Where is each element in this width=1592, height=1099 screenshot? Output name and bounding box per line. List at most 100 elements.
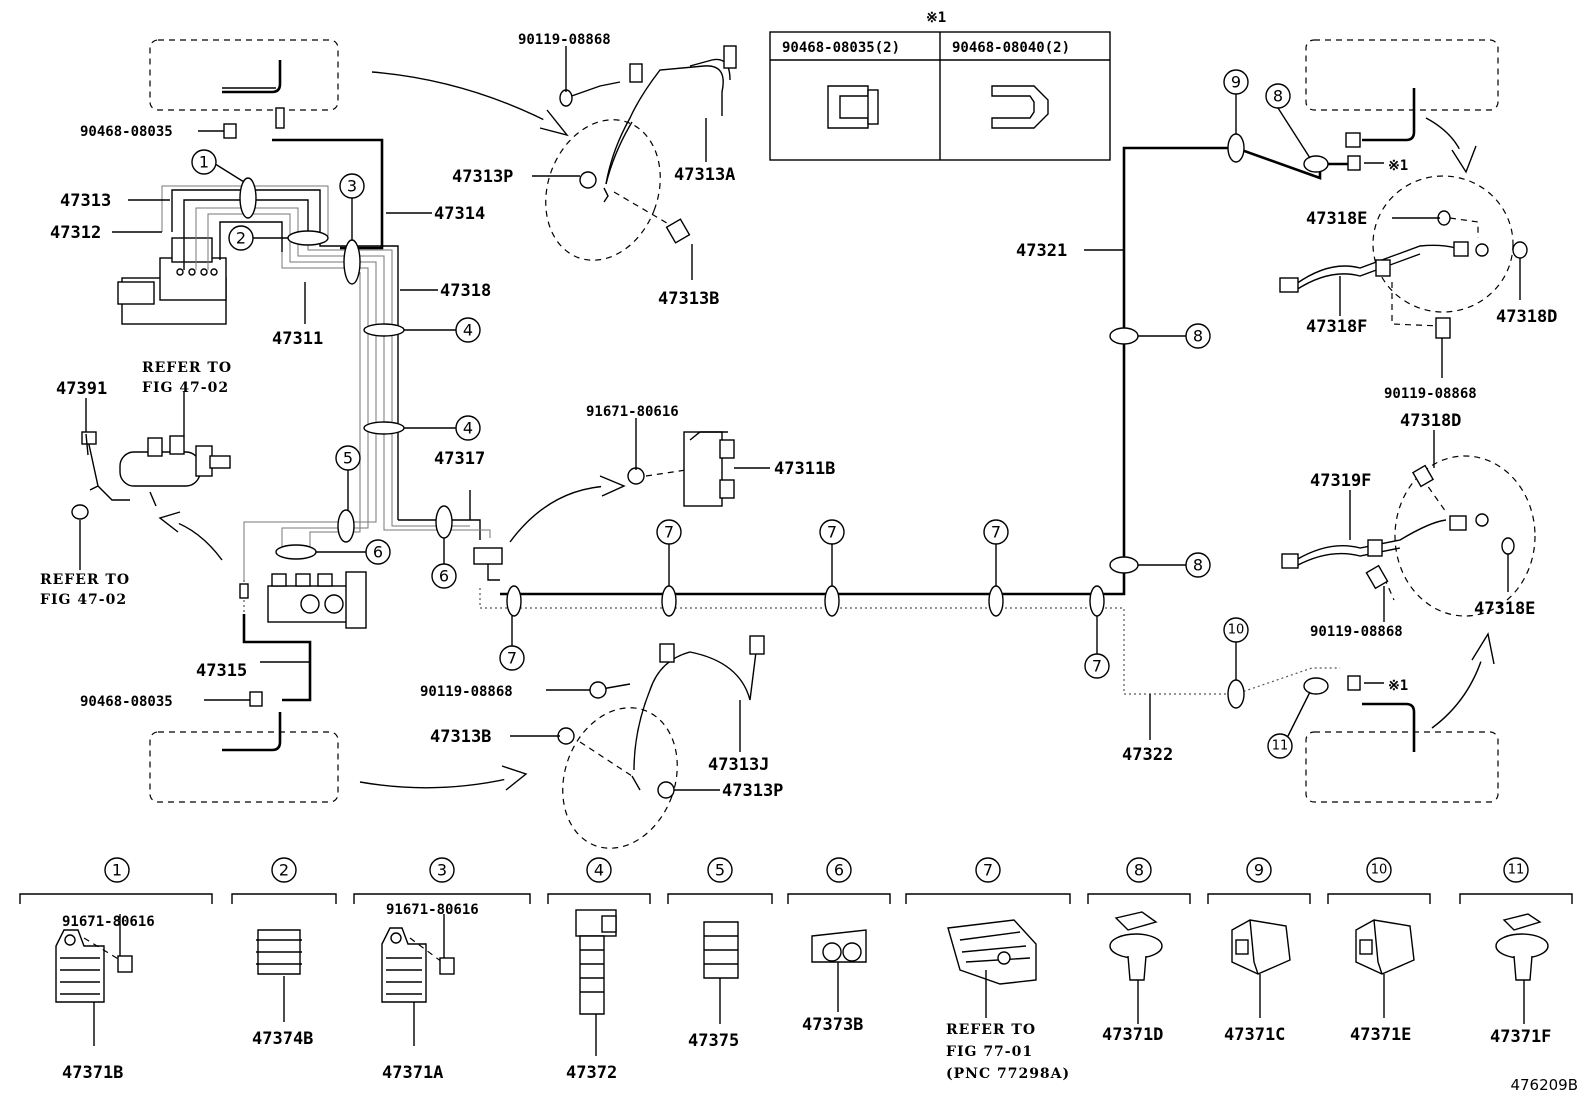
junction-block [627,431,735,507]
rear-brake-line [479,146,1352,695]
legend-num-10: 10 [1371,863,1388,878]
legend-bottom-1: 47371B [62,1063,123,1083]
bottom-right-wheel-frame [1305,675,1499,803]
label-47319F: 47319F [1310,471,1371,491]
note-1-r2: ※1 [1388,678,1408,694]
legend-bottom-10: 47371E [1350,1025,1411,1045]
callout-8b: 8 [1193,556,1203,575]
legend-bottom-6: 47373B [802,1015,863,1035]
label-47318F: 47318F [1306,317,1367,337]
legend-bottom-4: 47372 [566,1063,617,1083]
label-47318E-bot: 47318E [1474,599,1535,619]
label-47318D-r1: 47318D [1496,307,1557,327]
figure-id: 476209B [1510,1076,1578,1094]
label-47313B-top: 47313B [658,289,719,309]
brake-actuator [117,237,227,325]
legend-clamp-1 [55,914,133,1046]
top-right-wheel-frame [1305,39,1499,171]
label-47313: 47313 [60,191,111,211]
legend-bottom-2: 47374B [252,1029,313,1049]
flow-arrow-top [371,71,561,129]
legend-clamp-7: REFER TO FIG 77-01 (PNC 77298A) [946,919,1070,1082]
legend-num-9: 9 [1254,861,1264,880]
callout-1: 1 [199,153,209,172]
label-90468-08035-bot: 90468-08035 [80,694,173,710]
label-90468-08035-top: 90468-08035 [80,124,173,140]
legend-pnc: (PNC 77298A) [946,1066,1070,1082]
legend-refer-to: REFER TO [946,1022,1036,1038]
legend-num-11: 11 [1508,863,1525,878]
label-47317: 47317 [434,449,485,469]
label-47318E-top: 47318E [1306,209,1367,229]
callout-8a: 8 [1193,327,1203,346]
callout-3: 3 [347,177,357,196]
label-fig-47-02-1: FIG 47-02 [142,380,229,396]
callout-4a: 4 [463,321,473,340]
legend-clip-11 [1495,913,1549,1024]
label-47313P-bot: 47313P [722,781,783,801]
label-47313P-top: 47313P [452,167,513,187]
flow-arrow-bottom-right [1431,651,1485,729]
clip-table [769,31,1111,161]
legend-clamp-2 [256,929,302,1022]
legend-bottom-3: 47371A [382,1063,443,1083]
legend-num-4: 4 [594,861,604,880]
legend-num-8: 8 [1134,861,1144,880]
label-90119-08868-bot: 90119-08868 [420,684,513,700]
label-47312: 47312 [50,223,101,243]
callout-6b: 6 [439,567,449,586]
label-47311B: 47311B [774,459,835,479]
legend-num-3: 3 [437,861,447,880]
part-labels: 90468-08035 47313 47312 47314 47318 4731… [40,10,1557,801]
label-47321: 47321 [1016,241,1067,261]
callout-6a: 6 [373,543,383,562]
legend-clamp-5 [703,921,739,1024]
callout-7a: 7 [507,649,517,668]
callout-7e: 7 [1092,657,1102,676]
clamp-marks-bundle [239,177,453,560]
legend-bottom-11: 47371F [1490,1027,1551,1047]
callout-7b: 7 [664,523,674,542]
table-col-1: 90468-08035(2) [782,40,900,56]
label-47313B-bot: 47313B [430,727,491,747]
label-90119-08868-r1: 90119-08868 [1384,386,1477,402]
legend-num-6: 6 [834,861,844,880]
label-47391: 47391 [56,379,107,399]
legend-clamp-6 [811,929,867,1012]
label-47314: 47314 [434,204,485,224]
rear-hose-bottom [1281,455,1536,617]
label-47311: 47311 [272,329,323,349]
legend-bottom-9: 47371C [1224,1025,1285,1045]
label-91671-80616-mid: 91671-80616 [586,404,679,420]
callout-4b: 4 [463,419,473,438]
tube-47315 [242,614,312,702]
arrow-to-junction [509,485,611,543]
leader-lines [79,46,1521,791]
callout-10: 10 [1228,623,1245,638]
label-47318: 47318 [440,281,491,301]
label-47313A: 47313A [674,165,735,185]
callouts: 1 2 3 4 4 5 6 6 7 7 7 7 7 8 8 9 8 10 1 [191,69,1311,759]
legend: 1 2 3 4 5 6 7 8 9 10 11 [19,857,1573,1083]
legend-bottom-8: 47371D [1102,1025,1163,1045]
legend-clamp-4 [575,909,617,1056]
callout-7d: 7 [991,523,1001,542]
clip-90468-top [223,123,237,139]
callout-5: 5 [343,449,353,468]
callout-9: 9 [1231,73,1241,92]
label-fig-47-02-2: FIG 47-02 [40,592,127,608]
front-caliper-hose-top [545,45,737,261]
legend-clip-8 [1109,911,1163,1024]
clamps-rear-line [506,133,1329,709]
label-47318D-r2: 47318D [1400,411,1461,431]
legend-num-5: 5 [715,861,725,880]
top-left-wheel-frame [149,39,339,129]
legend-clip-10 [1355,919,1415,1018]
proportioning-valve [267,571,367,629]
label-refer-to-1: REFER TO [142,360,232,376]
label-47315: 47315 [196,661,247,681]
clip-90468-bot [249,691,263,707]
bottom-left-wheel-frame [149,712,339,803]
label-90119-08868-top: 90119-08868 [518,32,611,48]
